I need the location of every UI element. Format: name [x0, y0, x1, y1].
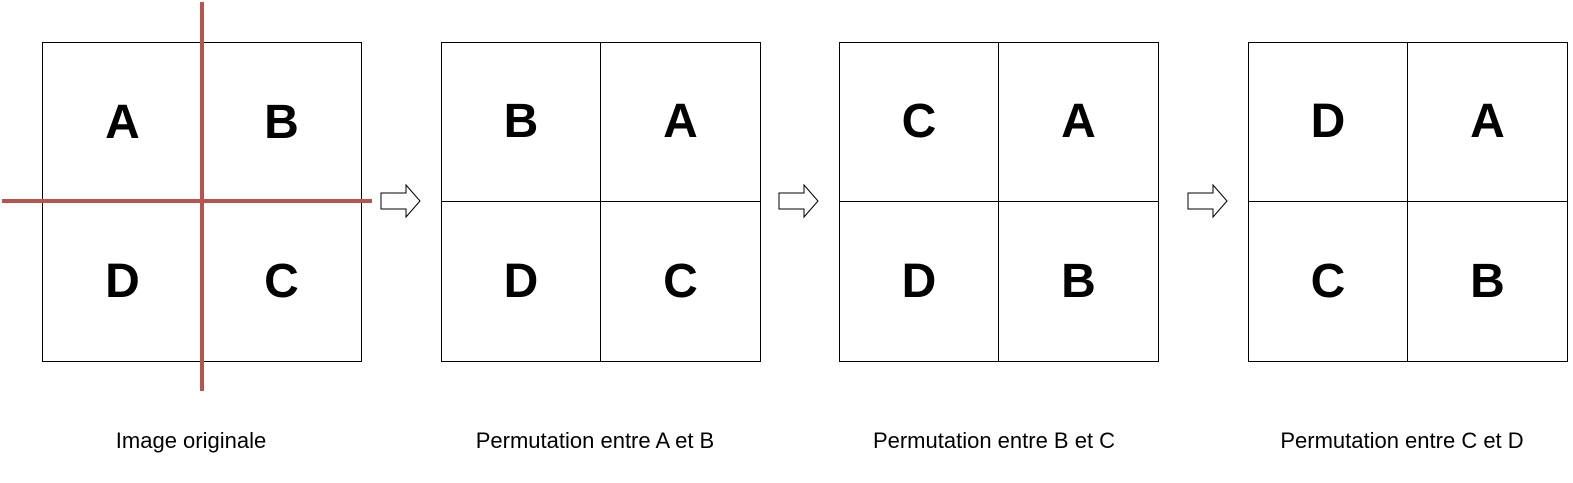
- quadrant-top-left: D: [1249, 43, 1408, 202]
- caption-original: Image originale: [115, 428, 267, 453]
- quadrant-bottom-left: C: [1249, 202, 1408, 361]
- quadrant-bottom-right: C: [264, 254, 299, 308]
- quadrant-top-right: B: [264, 95, 299, 149]
- horizontal-cut-line: [2, 199, 372, 203]
- quadrant-bottom-right: B: [1061, 254, 1096, 308]
- right-arrow-icon: [778, 183, 819, 219]
- panel-swap-b-c: C A D B: [839, 42, 1159, 362]
- quadrant-bottom-right: C: [663, 254, 698, 308]
- right-arrow-icon: [1187, 183, 1228, 219]
- caption-swap-c-d: Permutation entre C et D: [1280, 428, 1524, 453]
- panel-swap-a-b: B A D C: [441, 42, 761, 362]
- caption-swap-a-b: Permutation entre A et B: [475, 428, 715, 453]
- caption-swap-b-c: Permutation entre B et C: [872, 428, 1116, 453]
- quadrant-top-right: A: [999, 43, 1158, 202]
- quadrant-top-left: A: [105, 95, 140, 149]
- quadrant-top-right: A: [1408, 43, 1567, 202]
- quadrant-bottom-left: D: [105, 254, 140, 308]
- quadrant-top-left: B: [442, 43, 601, 202]
- quadrant-top-right: A: [601, 43, 760, 202]
- quadrant-top-left: C: [840, 43, 999, 202]
- right-arrow-icon: [380, 183, 421, 219]
- vertical-cut-line: [200, 2, 204, 391]
- quadrant-bottom-right: B: [1470, 254, 1505, 308]
- quadrant-bottom-left: D: [442, 202, 601, 361]
- panel-swap-c-d: D A C B: [1248, 42, 1568, 362]
- quadrant-bottom-left: D: [840, 202, 999, 361]
